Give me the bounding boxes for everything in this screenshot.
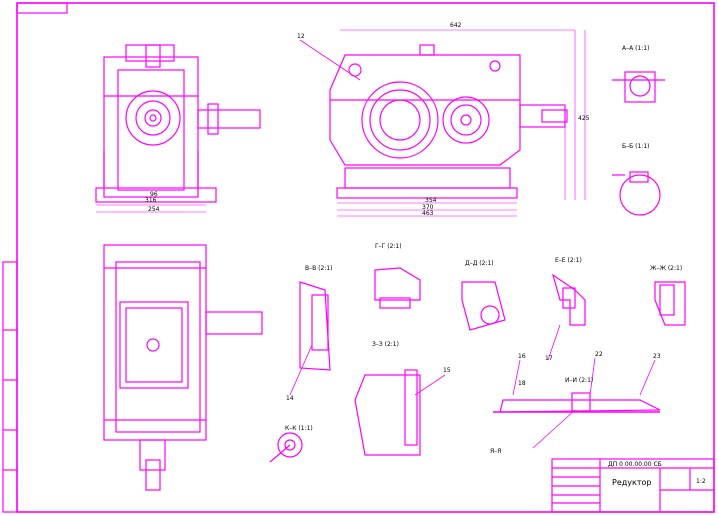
dim-inner: 96 — [150, 191, 158, 198]
leader-14: 14 — [286, 395, 294, 402]
title-block — [551, 458, 715, 513]
section-ee — [551, 273, 586, 326]
leader-23: 23 — [653, 353, 661, 360]
leader-22: 22 — [595, 351, 603, 358]
label-dd: Д–Д (2:1) — [465, 260, 494, 267]
label-bb: Б–Б (1:1) — [622, 143, 649, 150]
leader-17: 17 — [545, 355, 553, 362]
binding-strip — [2, 261, 18, 513]
label-ii: И–И (2:1) — [565, 377, 593, 384]
dim-len-lower3: 463 — [422, 210, 434, 217]
leader-16: 16 — [518, 353, 526, 360]
front-view — [95, 44, 261, 213]
label-aa: А–А (1:1) — [622, 45, 649, 52]
dim-base: 254 — [148, 206, 160, 213]
section-vv — [299, 281, 331, 371]
label-ee: Е–Е (2:1) — [555, 257, 582, 264]
section-dd — [461, 281, 506, 331]
dim-len-lower1: 354 — [425, 197, 437, 204]
title-designation: ДП 0 00.00.00 СБ — [608, 461, 662, 468]
label-kk: К–К (1:1) — [285, 425, 313, 432]
section-bb — [612, 171, 661, 216]
leader-12: 12 — [297, 33, 305, 40]
section-zhzh — [654, 281, 686, 326]
label-yakor: Я–Я — [490, 448, 501, 455]
title-scale: 1:2 — [696, 478, 706, 485]
label-zhzh: Ж–Ж (2:1) — [650, 265, 682, 272]
section-aa — [612, 71, 665, 103]
dim-height: 425 — [578, 115, 590, 122]
section-kk — [269, 432, 303, 463]
plan-view — [103, 244, 263, 491]
leader-15: 15 — [443, 367, 451, 374]
label-vv: В–В (2:1) — [305, 265, 332, 272]
label-zz: З–З (2:1) — [372, 341, 399, 348]
leader-lines — [289, 39, 656, 449]
dim-overall-len: 642 — [450, 22, 462, 29]
section-ii — [493, 392, 661, 413]
section-gg — [374, 267, 421, 309]
top-corner-box — [16, 2, 68, 14]
label-gg: Г–Г (2:1) — [375, 243, 402, 250]
title-name: Редуктор — [612, 478, 651, 487]
dim-width-plan: 316 — [145, 197, 157, 204]
dim-len-lower2: 370 — [422, 204, 434, 211]
side-view — [329, 29, 586, 217]
section-zz — [354, 369, 421, 456]
sheet-frame — [16, 2, 715, 513]
leader-18: 18 — [518, 380, 526, 387]
